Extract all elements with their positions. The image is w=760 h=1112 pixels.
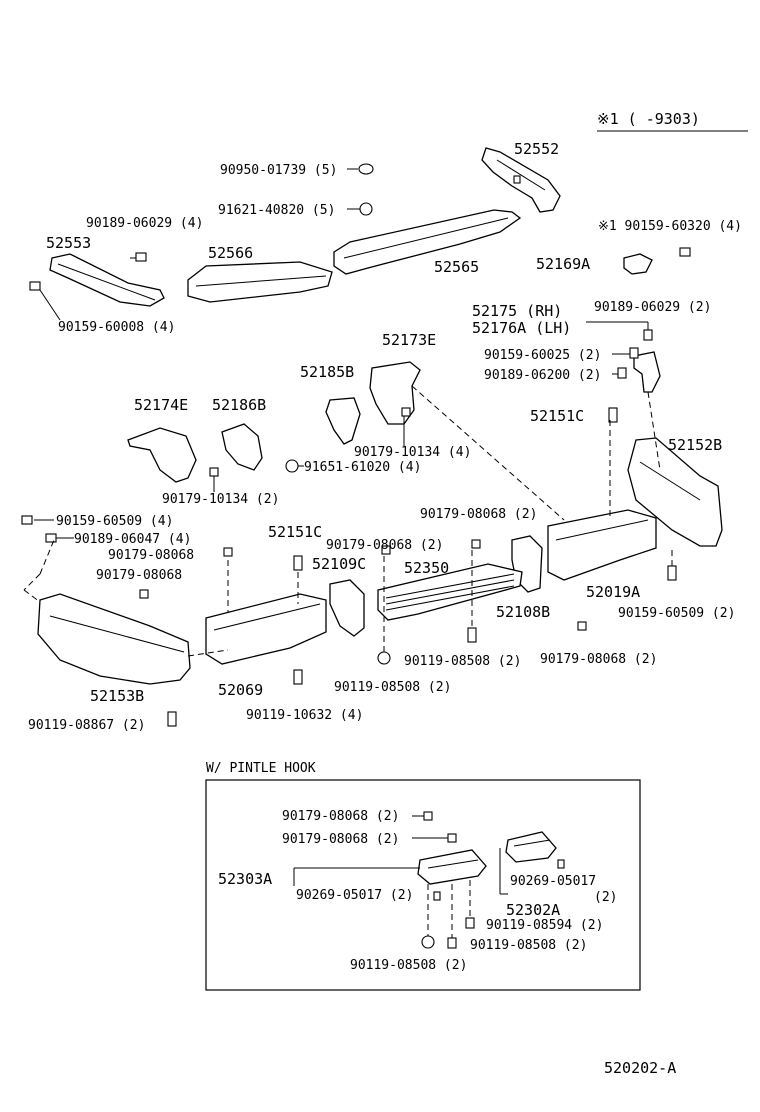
label-52566: 52566 [208,244,253,262]
inset-label-90119-08594: 90119-08594 (2) [486,918,603,933]
label-52553: 52553 [46,234,91,252]
inset-title: W/ PINTLE HOOK [206,761,316,776]
label-52108B: 52108B [496,603,550,621]
label-90189-06029-2: 90189-06029 (2) [594,300,711,315]
label-52565: 52565 [434,258,479,276]
part-52186B [221,423,263,471]
part-52302A [505,831,557,863]
label-90179-08068-2c: 90179-08068 (2) [540,652,657,667]
label-52069: 52069 [218,681,263,699]
inset-label-90269-05017: 90269-05017 [510,874,596,889]
label-90179-08068-a: 90179-08068 [108,548,194,563]
label-52151C-upper: 52151C [530,407,584,425]
part-52350 [377,563,523,621]
label-90189-06029-4: 90189-06029 (4) [86,216,203,231]
part-52169A [623,253,653,275]
label-52176A: 52176A (LH) [472,319,571,337]
part-labels: 90950-01739 (5) 52552 91621-40820 (5) 90… [28,140,742,733]
label-52173E: 52173E [382,331,436,349]
label-91651-61020: 91651-61020 (4) [304,460,421,475]
label-52552: 52552 [514,140,559,158]
label-52175: 52175 (RH) [472,302,562,320]
label-52151C-lower: 52151C [268,523,322,541]
inset-label-qty-2: (2) [594,890,617,905]
part-52566 [187,261,333,303]
label-90119-08508-2a: 90119-08508 (2) [404,654,521,669]
label-90179-08068-2b: 90179-08068 (2) [326,538,443,553]
leader-lines [23,168,673,657]
inset-label-90119-08508-b: 90119-08508 (2) [350,958,467,973]
label-90119-08508-2b: 90119-08508 (2) [334,680,451,695]
inset-frame [205,779,641,991]
label-52153B: 52153B [90,687,144,705]
label-90189-06047: 90189-06047 (4) [74,532,191,547]
part-52303A [417,849,487,885]
label-90159-60320: ※1 90159-60320 (4) [598,219,742,234]
label-52109C: 52109C [312,555,366,573]
label-90179-08068-2a: 90179-08068 (2) [420,507,537,522]
inset-label-90269-05017-2: 90269-05017 (2) [296,888,413,903]
label-91621-40820: 91621-40820 (5) [218,203,335,218]
label-90179-08068-b: 90179-08068 [96,568,182,583]
label-90179-10134-2: 90179-10134 (2) [162,492,279,507]
part-52152B [627,437,723,547]
part-52553 [49,253,165,307]
label-90179-10134-4: 90179-10134 (4) [354,445,471,460]
label-90159-60025: 90159-60025 (2) [484,348,601,363]
part-52019A [547,509,657,581]
part-52153B [37,593,191,685]
label-90159-60008: 90159-60008 (4) [58,320,175,335]
inset-label-90179-08068-b: 90179-08068 (2) [282,832,399,847]
inset-pintle-hook: W/ PINTLE HOOK 90179-08068 (2) 90179-080… [205,761,641,991]
label-52169A: 52169A [536,255,590,273]
hardware [21,163,691,727]
label-52019A: 52019A [586,583,640,601]
label-90950-01739: 90950-01739 (5) [220,163,337,178]
inset-label-52303A: 52303A [218,870,272,888]
label-52152B: 52152B [668,436,722,454]
part-52069 [205,593,327,665]
label-90119-08867: 90119-08867 (2) [28,718,145,733]
part-52173E [369,361,421,425]
part-52185B [325,397,361,445]
label-52174E: 52174E [134,396,188,414]
part-52565 [333,209,522,275]
inset-label-90119-08508-a: 90119-08508 (2) [470,938,587,953]
label-52186B: 52186B [212,396,266,414]
label-52185B: 52185B [300,363,354,381]
label-90159-60509-4: 90159-60509 (4) [56,514,173,529]
inset-label-90179-08068-a: 90179-08068 (2) [282,809,399,824]
label-90119-10632: 90119-10632 (4) [246,708,363,723]
inset-label-52302A: 52302A [506,901,560,919]
label-90159-60509-2: 90159-60509 (2) [618,606,735,621]
part-52552 [481,147,561,213]
part-52174E [127,427,197,483]
label-90189-06200: 90189-06200 (2) [484,368,601,383]
part-52109C [329,579,365,637]
label-52350: 52350 [404,559,449,577]
header-note: ※1 ( -9303) [597,110,700,128]
diagram-code: 520202-A [604,1059,676,1077]
